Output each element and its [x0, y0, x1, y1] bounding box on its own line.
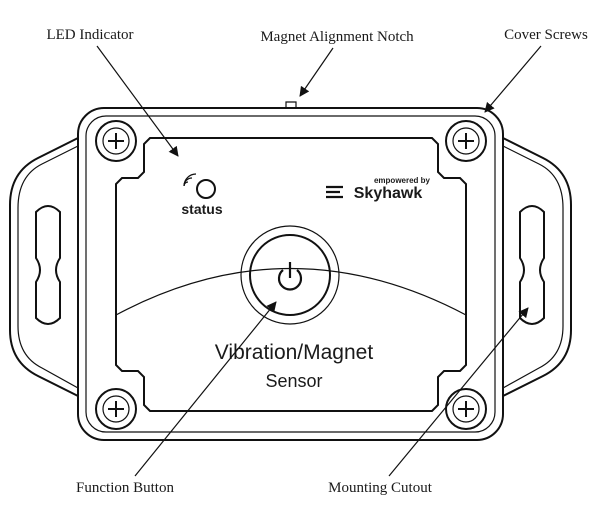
function-button[interactable] [249, 234, 331, 316]
screw-top-right [445, 120, 487, 162]
leader-mounting-cutout [388, 307, 529, 477]
magnet-alignment-notch [285, 101, 297, 108]
screw-top-left [95, 120, 137, 162]
led-indicator [196, 179, 216, 199]
leader-cover-screws [484, 45, 542, 113]
right-mounting-cutout [519, 205, 545, 325]
left-mounting-ear [9, 137, 79, 397]
device-title-line1: Vibration/Magnet [215, 341, 374, 364]
callout-mounting-cutout: Mounting Cutout [328, 480, 433, 496]
device-title-line2: Sensor [265, 371, 322, 391]
function-button-ring [240, 225, 340, 325]
sensor-body-inner [85, 115, 496, 433]
brand-tagline: empowered by [374, 176, 431, 185]
wireless-signal-icon [183, 173, 197, 187]
callout-magnet-notch: Magnet Alignment Notch [260, 29, 414, 45]
callout-cover-screws: Cover Screws [504, 27, 588, 43]
status-label: status [181, 201, 222, 217]
leader-led-indicator [96, 45, 179, 157]
cover-face [115, 137, 467, 412]
callout-led-indicator: LED Indicator [46, 27, 133, 43]
power-icon [277, 262, 303, 291]
brand-name: Skyhawk [354, 185, 423, 202]
screw-bottom-left [95, 388, 137, 430]
screw-bottom-right [445, 388, 487, 430]
right-mounting-ear [502, 137, 572, 397]
callout-function-button: Function Button [76, 480, 174, 496]
left-mounting-cutout [35, 205, 61, 325]
skyhawk-logo-icon [326, 185, 343, 199]
leader-function-button [134, 301, 277, 477]
leader-magnet-notch [299, 47, 334, 97]
sensor-body [77, 107, 504, 441]
